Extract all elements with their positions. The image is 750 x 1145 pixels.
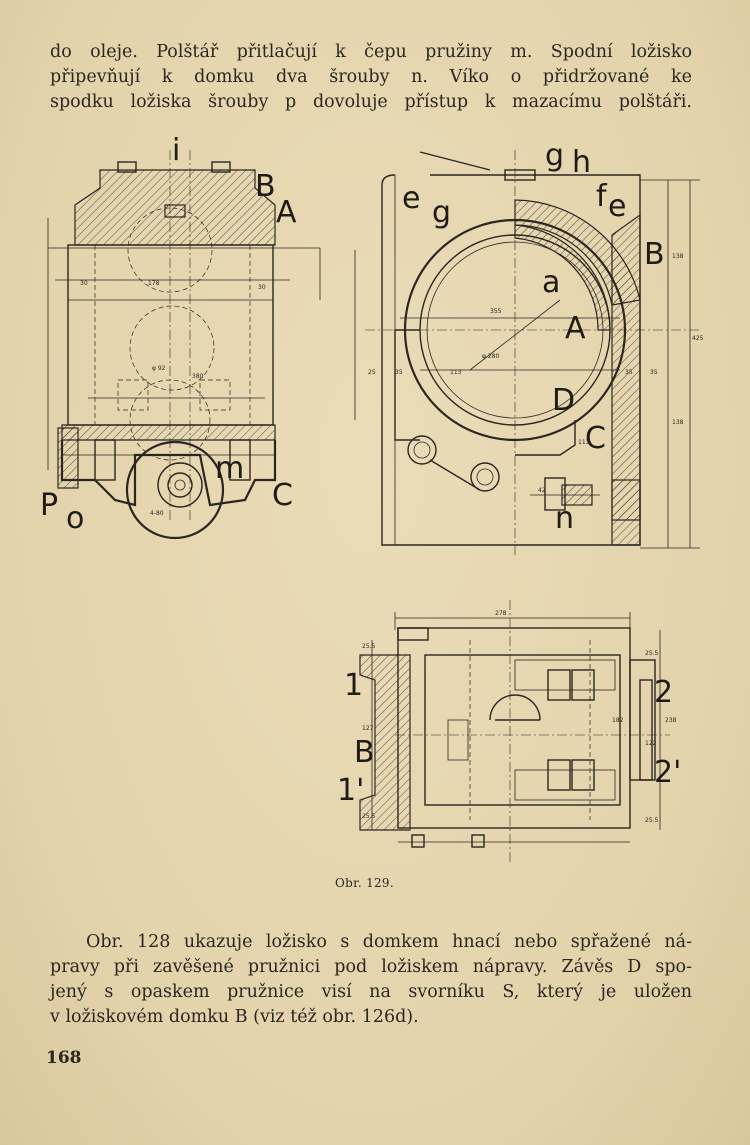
dim-label: 30: [80, 280, 88, 287]
text-line: v ložiskovém domku B (viz též obr. 126d)…: [50, 1007, 419, 1027]
dim-label: 113: [450, 369, 462, 376]
label-D: D: [552, 383, 575, 418]
dim-label: 42: [538, 487, 546, 494]
bottom-paragraph: Obr. 128 ukazuje ložisko s domkem hnací …: [50, 930, 692, 1030]
dim-label: 138: [672, 419, 684, 426]
label-e: e: [402, 181, 420, 216]
dim-label: 178: [148, 280, 160, 287]
dim-label: 25: [368, 369, 376, 376]
label-C: C: [585, 421, 606, 456]
dim-label: 35: [625, 369, 633, 376]
dim-label: 425: [692, 335, 704, 342]
label-1: 1: [344, 668, 363, 703]
dim-label: 238: [665, 717, 677, 724]
dim-label: 35: [395, 369, 403, 376]
text-line: jený s opaskem pružnice visí na svorníku…: [50, 982, 692, 1002]
text-line: pravy při zavěšené pružnici pod ložiskem…: [50, 957, 692, 977]
label-B: B: [255, 169, 276, 204]
label-o: o: [66, 501, 84, 536]
dim-label: 122: [645, 740, 657, 747]
label-a: a: [542, 265, 560, 300]
figure-caption: Obr. 129.: [335, 876, 394, 890]
dim-label: 25.5: [645, 650, 659, 657]
right-view: g h e g f e B a A D C n 355 φ 280 25 35 …: [354, 138, 704, 555]
label-1-prime: 1': [337, 773, 364, 808]
bottom-view: 1 B 1' 2 2' 278 25.5 127 25.5 25.5 182 1…: [337, 600, 681, 865]
dim-label: 380: [192, 373, 204, 380]
label-n: n: [555, 501, 574, 536]
label-C: C: [272, 478, 293, 513]
dim-label: 127: [362, 725, 374, 732]
label-g: g: [432, 195, 451, 230]
dim-label: 25.5: [645, 817, 659, 824]
text-line: do oleje. Polštář přitlačují k čepu pruž…: [50, 42, 692, 62]
dim-label: 4-80: [150, 510, 164, 517]
text-line: Obr. 128 ukazuje ložisko s domkem hnací …: [86, 932, 692, 952]
top-paragraph: do oleje. Polštář přitlačují k čepu pruž…: [50, 40, 692, 115]
dim-label: 113: [578, 439, 590, 446]
dim-label: φ 92: [152, 365, 166, 372]
label-i: i: [172, 133, 180, 168]
dim-label: 25.5: [362, 813, 376, 820]
dim-label: 138: [672, 253, 684, 260]
dim-label: 182: [612, 717, 624, 724]
dim-label: 25.5: [362, 643, 376, 650]
label-m: m: [215, 451, 244, 486]
label-A: A: [276, 195, 297, 230]
dim-label: φ 280: [482, 353, 500, 360]
dim-label: 355: [490, 308, 502, 315]
label-p: P: [40, 488, 58, 523]
text-line: spodku ložiska šrouby p dovoluje přístup…: [50, 92, 692, 112]
label-2-prime: 2': [654, 755, 681, 790]
label-f: f: [596, 179, 608, 214]
label-A: A: [565, 311, 586, 346]
page-number: 168: [46, 1048, 82, 1068]
dim-label: 35: [650, 369, 658, 376]
left-view: i B A m C P o 30 178 30 φ 92 380 4-80: [40, 133, 321, 540]
label-h: h: [572, 145, 591, 180]
label-B: B: [644, 237, 665, 272]
label-B: B: [354, 735, 375, 770]
text-line: připevňují k domku dva šrouby n. Víko o …: [50, 67, 692, 87]
dim-label: 30: [258, 284, 266, 291]
label-g: g: [545, 138, 564, 173]
label-2: 2: [654, 675, 673, 710]
dim-label: 278: [495, 610, 507, 617]
label-e: e: [608, 189, 626, 224]
